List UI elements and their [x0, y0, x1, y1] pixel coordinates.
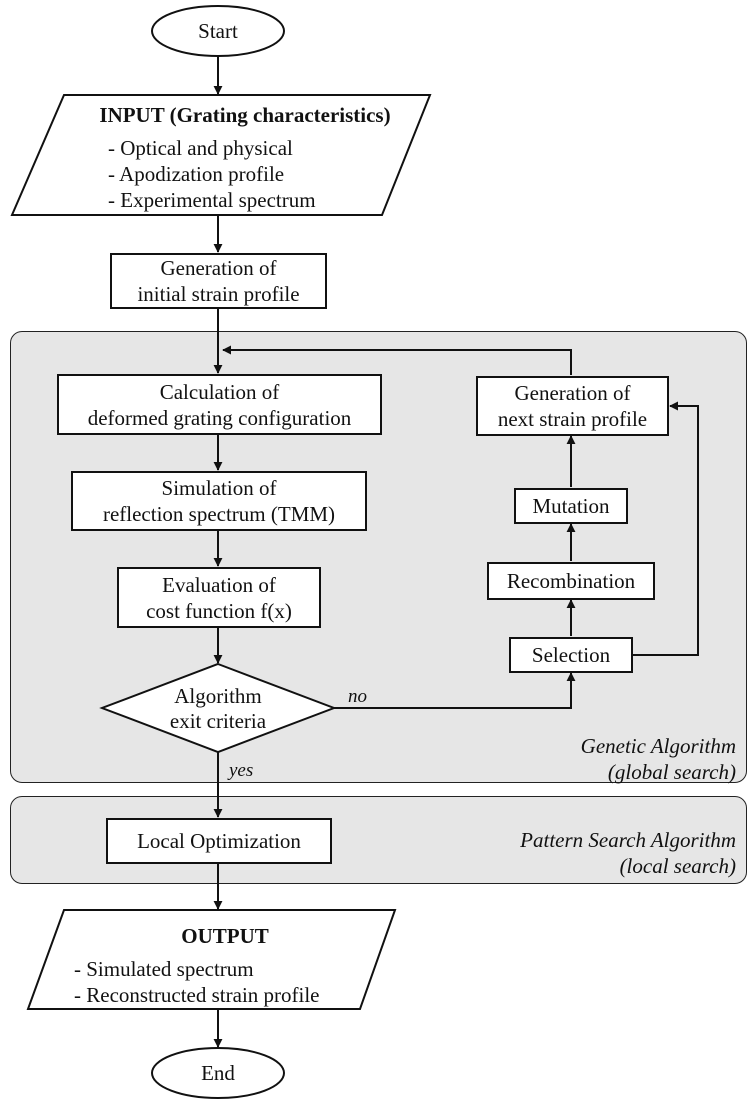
ga-caption-line-1: Genetic Algorithm [580, 734, 736, 758]
evaluation-box: Evaluation of cost function f(x) [117, 567, 321, 628]
selection-label: Selection [531, 643, 611, 667]
initial-line-1: Generation of [160, 256, 277, 280]
input-parallelogram [10, 94, 432, 216]
ps-caption-line-2: (local search) [619, 854, 736, 878]
sim-line-1: Simulation of [161, 476, 277, 500]
local-optimization-box: Local Optimization [106, 818, 332, 864]
recombination-label: Recombination [506, 569, 636, 593]
calculation-box: Calculation of deformed grating configur… [57, 374, 382, 435]
output-item-2: - Reconstructed strain profile [74, 983, 320, 1007]
next-strain-box: Generation of next strain profile [476, 376, 669, 436]
no-label: no [348, 686, 367, 707]
arrow-next-calc [222, 345, 572, 375]
output-item-1: - Simulated spectrum [74, 957, 254, 981]
ps-caption-line-1: Pattern Search Algorithm [520, 828, 736, 852]
ga-caption-line-2: (global search) [607, 760, 736, 784]
simulation-box: Simulation of reflection spectrum (TMM) [71, 471, 367, 531]
initial-line-2: initial strain profile [137, 282, 300, 306]
arrow-decision-selection [334, 672, 576, 709]
end-terminal [151, 1047, 285, 1099]
selection-box: Selection [509, 637, 633, 673]
local-label: Local Optimization [137, 829, 301, 853]
input-title: INPUT (Grating characteristics) [99, 103, 391, 127]
eval-line-1: Evaluation of [162, 572, 276, 597]
decision-line-1: Algorithm [174, 684, 262, 708]
output-title: OUTPUT [181, 924, 269, 948]
calc-line-1: Calculation of [159, 379, 280, 404]
output-parallelogram [26, 909, 397, 1010]
recombination-box: Recombination [487, 562, 655, 600]
mutation-label: Mutation [532, 494, 610, 518]
eval-line-2: cost function f(x) [146, 598, 292, 623]
start-label: Start [198, 19, 238, 43]
calc-line-2: deformed grating configuration [87, 405, 352, 430]
arrow-selection-next [633, 401, 699, 656]
decision-line-2: exit criteria [169, 709, 267, 733]
sim-line-2: reflection spectrum (TMM) [102, 502, 336, 526]
next-line-2: next strain profile [497, 407, 648, 431]
next-line-1: Generation of [514, 381, 631, 405]
mutation-box: Mutation [514, 488, 628, 524]
input-item-2: - Apodization profile [108, 162, 285, 186]
initial-strain-box: Generation of initial strain profile [110, 253, 327, 309]
end-label: End [201, 1061, 235, 1085]
input-item-1: - Optical and physical [108, 136, 293, 160]
input-item-3: - Experimental spectrum [108, 188, 316, 212]
yes-label: yes [229, 760, 254, 781]
